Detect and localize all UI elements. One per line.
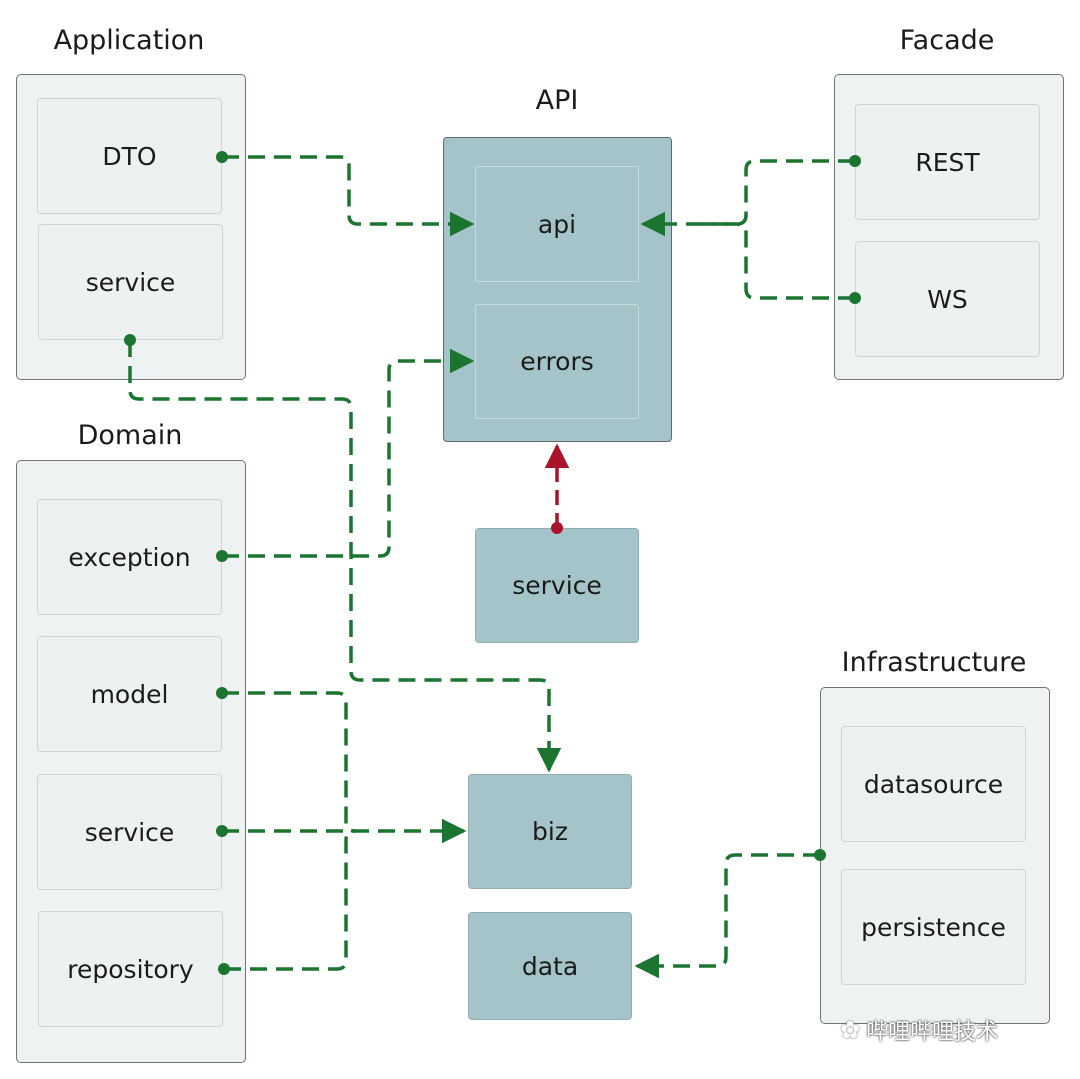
link-repository-to-biz [224,829,356,971]
dot-rest [849,155,861,167]
domain-exception-label: exception [68,542,191,572]
domain-service-box[interactable]: service [37,774,222,890]
api-title: API [535,85,579,116]
application-dto-label: DTO [102,141,157,171]
facade-rest-box[interactable]: REST [855,104,1040,220]
dot-datasource [814,849,826,861]
domain-repository-label: repository [67,954,194,984]
dot-exception [216,550,228,562]
link-datasource-to-data [634,853,820,979]
facade-rest-label: REST [915,147,980,177]
facade-title: Facade [899,25,995,56]
domain-repository-box[interactable]: repository [38,911,223,1027]
api-errors-box[interactable]: errors [475,304,639,419]
link-rest-to-api [640,159,855,237]
infrastructure-datasource-box[interactable]: datasource [841,726,1026,842]
link-ws-to-api [700,222,855,300]
dot-dto [216,151,228,163]
dot-ws [849,292,861,304]
dot-domain-service [216,825,228,837]
facade-ws-label: WS [927,284,968,314]
dot-app-service [124,334,136,346]
infrastructure-title: Infrastructure [841,647,1027,678]
dot-service [551,522,563,534]
domain-exception-box[interactable]: exception [37,499,222,615]
service-label: service [512,571,602,600]
application-service-label: service [85,267,176,297]
data-label: data [521,951,579,981]
infrastructure-persistence-box[interactable]: persistence [841,869,1026,985]
watermark-text: 哔哩哔哩技术 [866,1020,999,1045]
api-api-label: api [537,209,577,239]
application-title: Application [53,25,205,56]
facade-ws-box[interactable]: WS [855,241,1040,357]
link-model-to-biz [222,691,356,833]
infrastructure-persistence-label: persistence [861,912,1006,942]
domain-model-label: model [90,679,169,709]
watermark: ✿ 哔哩哔哩技术 [840,1014,998,1046]
link-dto-to-api [222,155,475,237]
data-box[interactable]: data [468,912,632,1020]
biz-box[interactable]: biz [468,774,632,889]
domain-title: Domain [77,420,183,451]
infrastructure-datasource-label: datasource [863,769,1004,799]
link-exception-to-errors [222,348,475,558]
link-app-service-to-biz [128,340,562,773]
wechat-icon: ✿ [840,1016,861,1044]
dot-model [216,687,228,699]
domain-model-box[interactable]: model [37,636,222,752]
dot-repository [218,963,230,975]
api-api-box[interactable]: api [475,166,639,282]
api-errors-label: errors [520,347,594,376]
biz-label: biz [532,817,568,846]
domain-service-label: service [84,817,175,847]
